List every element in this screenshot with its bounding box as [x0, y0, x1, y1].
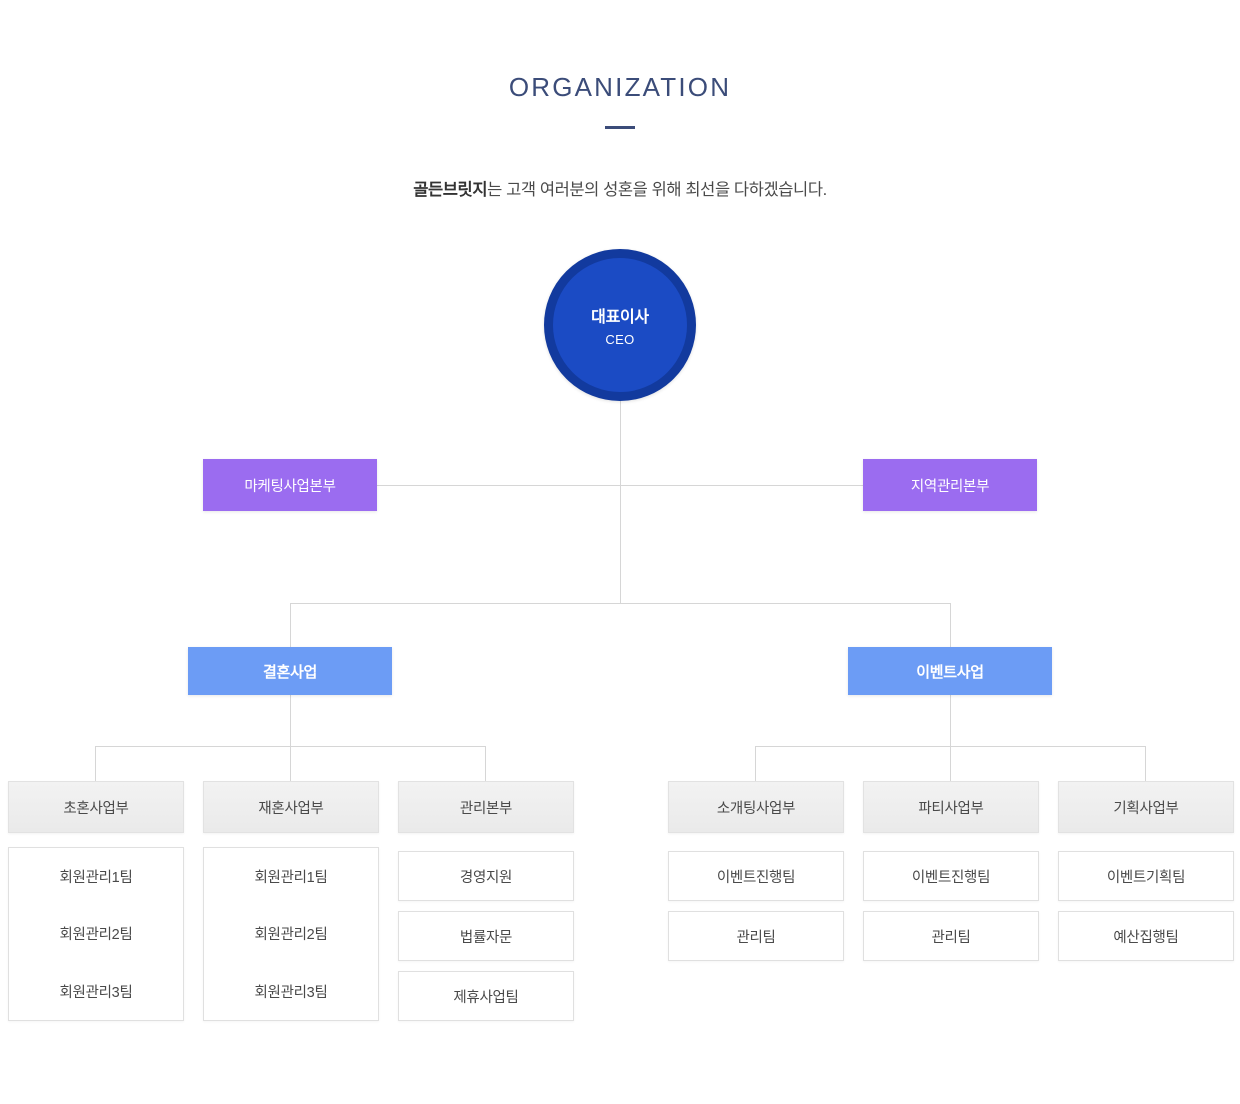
- business-event[interactable]: 이벤트사업: [848, 647, 1052, 695]
- ceo-node[interactable]: 대표이사 CEO: [544, 249, 696, 401]
- team-box[interactable]: 경영지원: [398, 851, 574, 901]
- connector-marriage-dept-1: [95, 746, 96, 781]
- department-head-planning[interactable]: 기획사업부: [1058, 781, 1234, 833]
- team-item: 관리팀: [736, 929, 776, 946]
- connector-event-down: [950, 695, 951, 746]
- team-box[interactable]: 이벤트진행팀: [863, 851, 1039, 901]
- team-item: 예산집행팀: [1113, 929, 1179, 946]
- ceo-name: 대표이사: [591, 309, 649, 326]
- department-head-planning-label: 기획사업부: [1113, 800, 1179, 817]
- connector-ceo-down: [620, 401, 621, 486]
- team-item: 이벤트기획팀: [1106, 869, 1186, 886]
- business-marriage-label: 결혼사업: [262, 663, 317, 681]
- team-item: 관리팀: [931, 929, 971, 946]
- team-box[interactable]: 이벤트진행팀: [668, 851, 844, 901]
- team-item: 법률자문: [459, 929, 513, 946]
- department-head-remarriage-label: 재혼사업부: [258, 800, 324, 817]
- department-head-party[interactable]: 파티사업부: [863, 781, 1039, 833]
- connector-to-marriage-business: [290, 603, 291, 648]
- team-group-remarriage[interactable]: 회원관리1팀 회원관리2팀 회원관리3팀: [203, 847, 379, 1021]
- department-head-party-label: 파티사업부: [918, 800, 984, 817]
- department-head-management[interactable]: 관리본부: [398, 781, 574, 833]
- team-group-first-marriage[interactable]: 회원관리1팀 회원관리2팀 회원관리3팀: [8, 847, 184, 1021]
- team-item: 회원관리3팀: [59, 984, 133, 1001]
- department-head-remarriage[interactable]: 재혼사업부: [203, 781, 379, 833]
- department-head-management-label: 관리본부: [459, 800, 513, 817]
- team-box[interactable]: 예산집행팀: [1058, 911, 1234, 961]
- connector-marriage-dept-3: [485, 746, 486, 781]
- connector-event-dept-2: [950, 746, 951, 781]
- business-marriage[interactable]: 결혼사업: [188, 647, 392, 695]
- connector-event-dept-1: [755, 746, 756, 781]
- department-head-matchmaking-label: 소개팅사업부: [716, 800, 796, 817]
- connector-to-event-business: [950, 603, 951, 648]
- subtitle-text: 는 고객 여러분의 성혼을 위해 최선을 다하겠습니다.: [487, 181, 827, 199]
- division-marketing-label: 마케팅사업본부: [244, 478, 336, 495]
- page-subtitle: 골든브릿지는 고객 여러분의 성혼을 위해 최선을 다하겠습니다.: [0, 176, 1240, 200]
- title-divider: [605, 126, 635, 129]
- connector-business-horizontal: [290, 603, 951, 604]
- department-head-matchmaking[interactable]: 소개팅사업부: [668, 781, 844, 833]
- team-item: 회원관리2팀: [59, 927, 133, 944]
- connector-divisions-horizontal: [377, 485, 864, 486]
- team-item: 제휴사업팀: [453, 989, 519, 1006]
- connector-marriage-down: [290, 695, 291, 746]
- department-head-first-marriage-label: 초혼사업부: [63, 800, 129, 817]
- team-box[interactable]: 관리팀: [668, 911, 844, 961]
- connector-marriage-dept-2: [290, 746, 291, 781]
- subtitle-brand: 골든브릿지: [413, 181, 488, 199]
- team-item: 이벤트진행팀: [716, 869, 796, 886]
- team-box[interactable]: 이벤트기획팀: [1058, 851, 1234, 901]
- team-box[interactable]: 법률자문: [398, 911, 574, 961]
- team-box[interactable]: 관리팀: [863, 911, 1039, 961]
- department-head-first-marriage[interactable]: 초혼사업부: [8, 781, 184, 833]
- page-title: ORGANIZATION: [508, 72, 732, 102]
- team-item: 회원관리1팀: [59, 870, 133, 887]
- team-box[interactable]: 제휴사업팀: [398, 971, 574, 1021]
- team-item: 이벤트진행팀: [911, 869, 991, 886]
- business-event-label: 이벤트사업: [916, 663, 984, 681]
- team-item: 회원관리1팀: [254, 870, 328, 887]
- team-item: 경영지원: [459, 869, 513, 886]
- division-regional-label: 지역관리본부: [910, 478, 990, 495]
- division-regional[interactable]: 지역관리본부: [863, 459, 1037, 511]
- team-item: 회원관리2팀: [254, 927, 328, 944]
- connector-event-dept-3: [1145, 746, 1146, 781]
- ceo-role: CEO: [605, 332, 635, 347]
- team-item: 회원관리3팀: [254, 984, 328, 1001]
- connector-ceo-to-business: [620, 486, 621, 603]
- division-marketing[interactable]: 마케팅사업본부: [203, 459, 377, 511]
